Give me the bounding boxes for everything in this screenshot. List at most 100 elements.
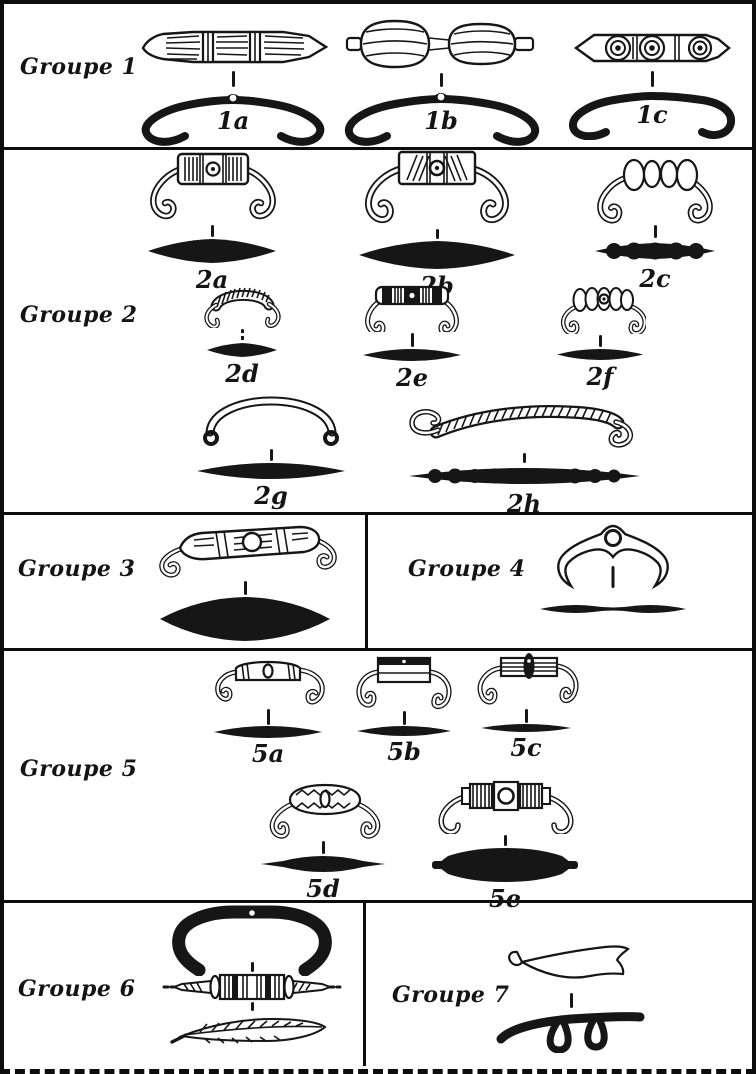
item-label-1a: 1a (216, 106, 250, 135)
profile-silhouette-2c (595, 242, 715, 260)
artifact-item-2h: 2h (402, 396, 646, 517)
connector-line (243, 581, 247, 595)
profile-silhouette-2f (557, 349, 643, 360)
connector-line (321, 841, 325, 854)
artifact-item-group4 (536, 524, 690, 616)
group-5-label: Groupe 5 (20, 756, 138, 782)
item-label-5e: 5e (489, 884, 521, 913)
profile-silhouette-2e (363, 349, 461, 361)
item-label-5b: 5b (387, 737, 421, 766)
item-label-2c: 2c (639, 264, 671, 293)
item-label-2h: 2h (506, 489, 542, 518)
artifact-item-1c: 1c (564, 26, 740, 140)
fibula-top-view-drawing-group4 (557, 524, 669, 590)
item-label-5d: 5d (306, 874, 340, 903)
artifact-item-1b: 1b (338, 16, 544, 146)
artifact-item-2a: 2a (140, 150, 284, 293)
fibula-top-view-drawing-5a (215, 660, 325, 705)
bead-top-view-drawing-1c (573, 33, 731, 63)
row-divider-3 (4, 648, 752, 651)
profile-silhouette-2d (207, 343, 277, 357)
connector-line (266, 709, 270, 725)
bow-front-view-drawing-group6 (172, 905, 332, 976)
fibula-top-view-drawing-5c (477, 653, 579, 705)
item-label-2a: 2a (195, 265, 229, 294)
group-2-label: Groupe 2 (20, 302, 138, 328)
profile-silhouette-2g (197, 463, 345, 479)
connector-line (598, 335, 602, 347)
artifact-item-5e: 5e (428, 776, 582, 912)
bead-top-view-drawing-1a (141, 30, 329, 64)
profile-silhouette-5d (261, 856, 385, 872)
connector-line (503, 835, 507, 846)
profile-silhouette-5c (481, 724, 571, 732)
connector-line (524, 709, 528, 723)
item-label-2f: 2f (586, 362, 614, 391)
artifact-item-2f: 2f (554, 286, 646, 390)
hook-profile-drawing-group7 (496, 1012, 645, 1053)
connector-line (210, 225, 214, 237)
profile-silhouette-group4 (540, 605, 686, 613)
column-divider-groups-6-7 (363, 900, 366, 1066)
profile-silhouette-5a (214, 726, 322, 738)
fibula-top-view-drawing-2h (409, 405, 634, 448)
profile-silhouette-2a (148, 239, 276, 263)
connector-line (231, 71, 235, 87)
fibula-top-view-drawing-2e (365, 285, 459, 332)
fibula-top-view-drawing-5b (356, 656, 452, 709)
item-label-2g: 2g (254, 481, 288, 510)
item-label-1b: 1b (424, 106, 458, 135)
artifact-item-2g: 2g (196, 394, 346, 509)
item-label-2d: 2d (225, 359, 259, 388)
pin-feather-drawing-group6 (169, 1017, 327, 1044)
fibula-top-view-drawing-2c (597, 158, 713, 224)
profile-silhouette-2b (359, 241, 515, 269)
connector-line (250, 962, 254, 972)
connector-line (522, 453, 526, 463)
artifact-item-5c: 5c (470, 650, 582, 761)
fibula-top-view-drawing-5d (269, 783, 381, 839)
group-1-label: Groupe 1 (20, 54, 138, 80)
artifact-item-group3 (148, 518, 342, 642)
profile-silhouette-group3 (160, 597, 330, 641)
fibula-top-view-drawing-2a (150, 152, 276, 220)
group-3-label: Groupe 3 (18, 556, 136, 582)
connector-line-dashed (240, 329, 244, 341)
fibula-top-view-drawing-5e (438, 780, 574, 834)
bead-top-view-drawing-1b (345, 19, 535, 69)
item-label-1c: 1c (636, 100, 668, 129)
connector-line (569, 993, 573, 1008)
fibula-top-view-drawing-group3 (159, 525, 337, 578)
artifact-item-5a: 5a (206, 654, 330, 767)
fibula-top-view-drawing-2f (560, 287, 646, 334)
artifact-item-group7 (494, 940, 648, 1053)
connector-line (410, 333, 414, 347)
group-4-label: Groupe 4 (408, 556, 526, 582)
fibula-top-view-drawing-2d (204, 287, 281, 328)
artifact-item-2e: 2e (360, 284, 464, 391)
profile-silhouette-5e (432, 848, 578, 882)
artifact-item-5d: 5d (256, 782, 390, 902)
row-divider-2 (4, 512, 752, 515)
connector-line (250, 1002, 254, 1011)
connector-line (439, 73, 443, 87)
artifact-item-2c: 2c (590, 156, 720, 292)
item-label-2e: 2e (396, 363, 428, 392)
item-label-5a: 5a (251, 739, 285, 768)
artifact-item-2d: 2d (196, 284, 288, 387)
fibula-top-view-drawing-2g (203, 396, 339, 446)
group-7-label: Groupe 7 (392, 982, 510, 1008)
artifact-item-2b: 2b (354, 148, 520, 299)
row-divider-1 (4, 147, 752, 150)
artifact-item-5b: 5b (350, 652, 458, 765)
connector-line (402, 711, 406, 725)
bow-profile-drawing-1a (141, 94, 325, 146)
wing-shaped-plate-drawing-group7 (508, 945, 630, 979)
group-6-label: Groupe 6 (18, 976, 136, 1002)
row-divider-4 (4, 900, 752, 903)
connector-line (611, 566, 615, 588)
item-label-5c: 5c (510, 733, 542, 762)
column-divider-groups-3-4 (365, 512, 368, 648)
connector-line (269, 449, 273, 461)
